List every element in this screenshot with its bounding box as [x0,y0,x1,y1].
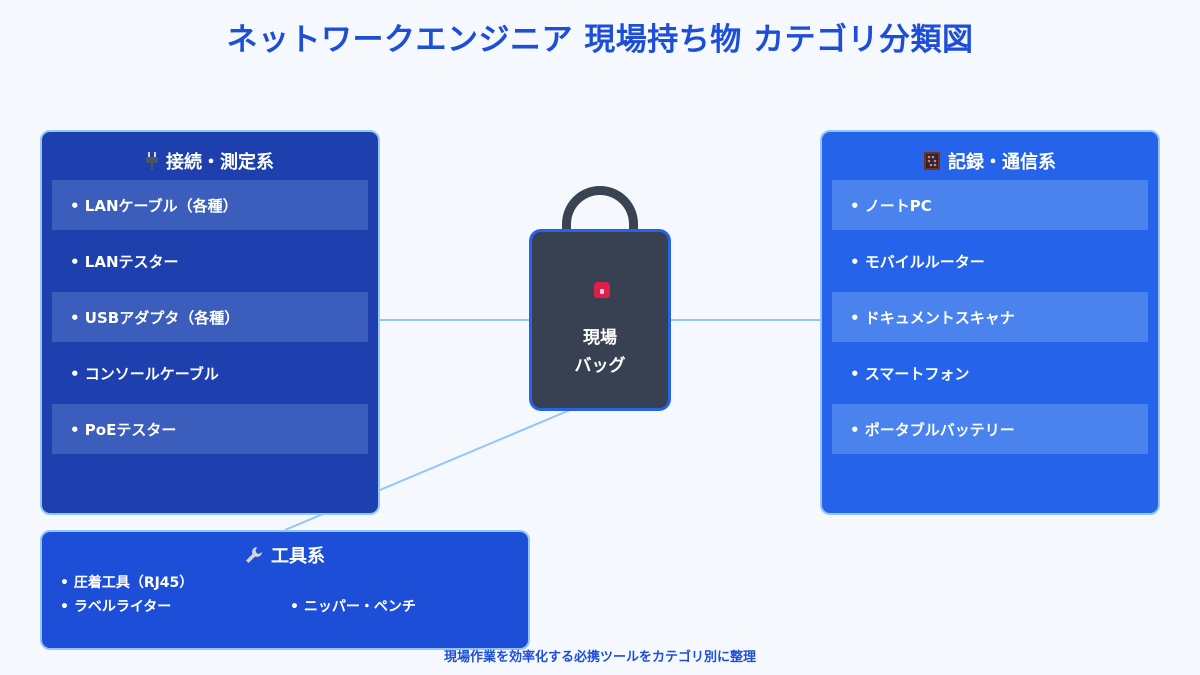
list-item: • コンソールケーブル [70,364,219,383]
bag-label: 現場 バッグ [532,324,668,380]
item-list: • 圧着工具（RJ45） • ラベルライター • ニッパー・ペンチ [60,570,520,618]
list-item: • モバイルルーター [850,252,985,271]
list-item: • LANテスター [70,252,179,271]
page-title: ネットワークエンジニア 現場持ち物 カテゴリ分類図 [226,22,974,58]
bag-label-line2: バッグ [574,356,626,376]
item-list: • ノートPC • モバイルルーター • ドキュメントスキャナ • スマートフォ… [832,180,1148,460]
category-connection-measurement: 接続・測定系 • LANケーブル（各種） • LANテスター • USBアダプタ… [40,130,380,515]
category-title: 記録・通信系 [948,152,1056,173]
field-bag: 現場 バッグ [529,229,671,411]
list-item: • USBアダプタ（各種） [52,292,368,342]
plug-icon [146,152,158,170]
list-item: • ニッパー・ペンチ [290,599,416,615]
list-item: • LANケーブル（各種） [52,180,368,230]
list-item: • ポータブルバッテリー [832,404,1148,454]
bag-handle [562,186,638,256]
wrench-icon [245,546,263,564]
category-tools: 工具系 • 圧着工具（RJ45） • ラベルライター • ニッパー・ペンチ [40,530,530,650]
item-list: • LANケーブル（各種） • LANテスター • USBアダプタ（各種） • … [52,180,368,460]
list-item: • PoEテスター [52,404,368,454]
category-record-communication: 記録・通信系 • ノートPC • モバイルルーター • ドキュメントスキャナ •… [820,130,1160,515]
bag-label-line1: 現場 [583,328,617,348]
list-item: • スマートフォン [850,364,970,383]
abacus-icon [924,152,940,170]
category-title: 接続・測定系 [166,152,274,173]
category-header: 工具系 [42,542,528,568]
category-header: 接続・測定系 [42,148,378,174]
category-title: 工具系 [271,546,325,567]
list-item: • ラベルライター [60,599,172,615]
list-item: • ノートPC [832,180,1148,230]
list-item: • ドキュメントスキャナ [832,292,1148,342]
category-header: 記録・通信系 [822,148,1158,174]
lock-icon [594,282,610,298]
list-item: • 圧着工具（RJ45） [60,575,194,591]
footer-caption: 現場作業を効率化する必携ツールをカテゴリ別に整理 [443,650,756,665]
